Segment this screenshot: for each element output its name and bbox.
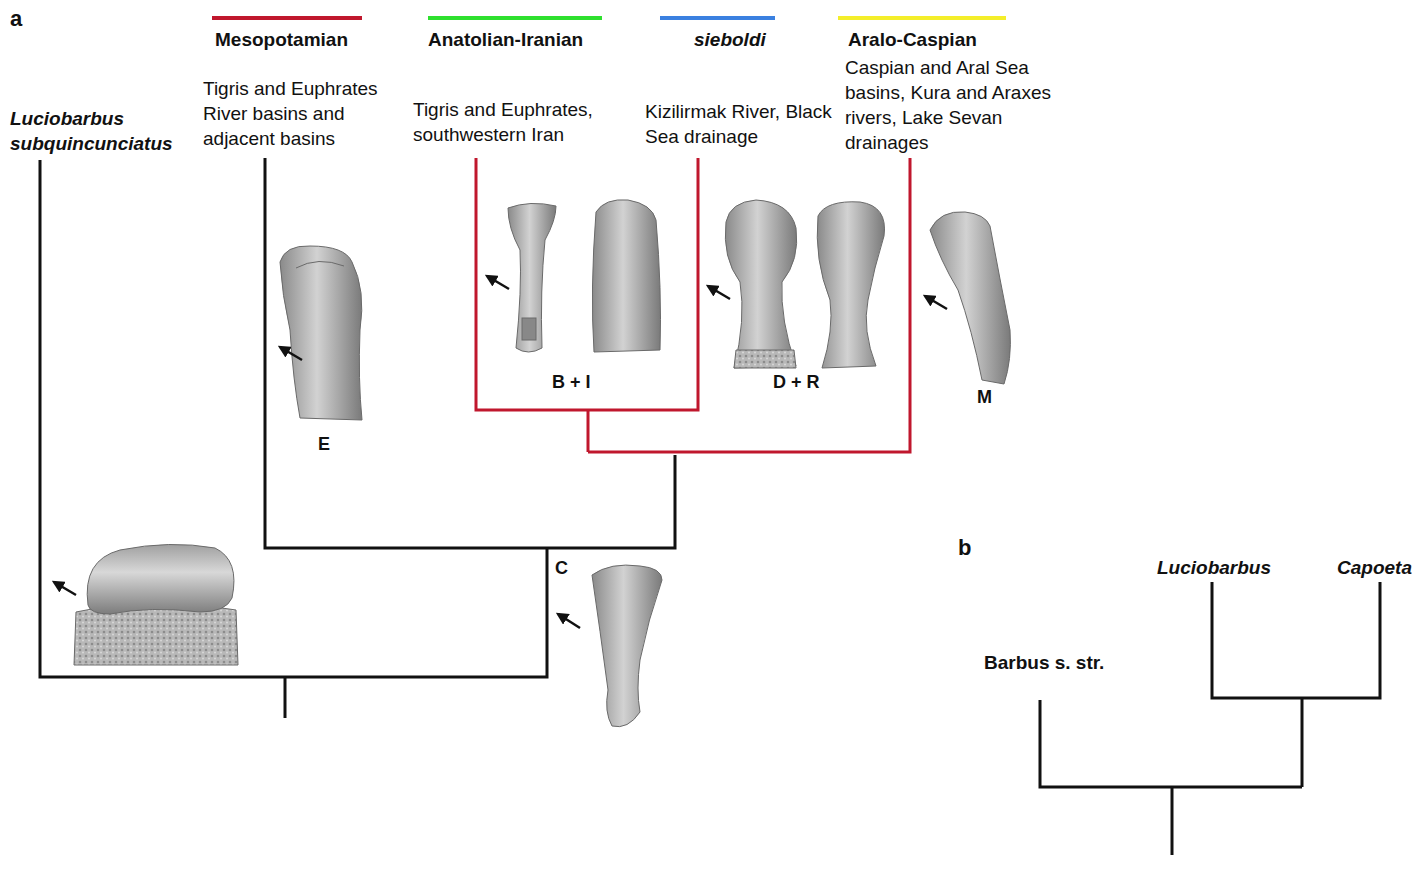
legend-swatch — [428, 16, 602, 20]
legend-swatch — [660, 16, 775, 20]
distribution-text: Tigris and Euphrates, southwestern Iran — [413, 97, 643, 147]
tooth-code: E — [318, 432, 330, 456]
legend-text: Aralo-Caspian — [848, 27, 977, 52]
panel-letter: a — [10, 4, 22, 33]
distribution-text: Tigris and Euphrates River basins and ad… — [203, 76, 413, 151]
tree-b-branches — [1040, 582, 1380, 855]
legend-swatch — [212, 16, 362, 20]
distribution-text: Caspian and Aral Sea basins, Kura and Ar… — [845, 55, 1080, 155]
tooth-code: B + I — [552, 370, 591, 394]
legend-text: sieboldi — [694, 27, 766, 52]
panel-letter: b — [958, 533, 971, 562]
legend-swatch — [838, 16, 1006, 20]
distribution-text: Kizilirmak River, Black Sea drainage — [645, 99, 850, 149]
pointer-arrows — [54, 276, 947, 628]
species-name: Luciobarbus subquincunciatus — [10, 106, 210, 156]
node-label: C — [555, 556, 568, 580]
legend-text: Mesopotamian — [215, 27, 348, 52]
genus-name: Capoeta — [1337, 555, 1412, 580]
legend-text: Anatolian-Iranian — [428, 27, 583, 52]
tooth-code: M — [977, 385, 992, 409]
red-branches — [476, 158, 910, 452]
tooth-illustrations — [74, 200, 1010, 727]
tooth-code: D + R — [773, 370, 820, 394]
genus-name: Barbus s. str. — [984, 650, 1104, 675]
genus-name: Luciobarbus — [1157, 555, 1271, 580]
tree-branches — [40, 158, 675, 718]
